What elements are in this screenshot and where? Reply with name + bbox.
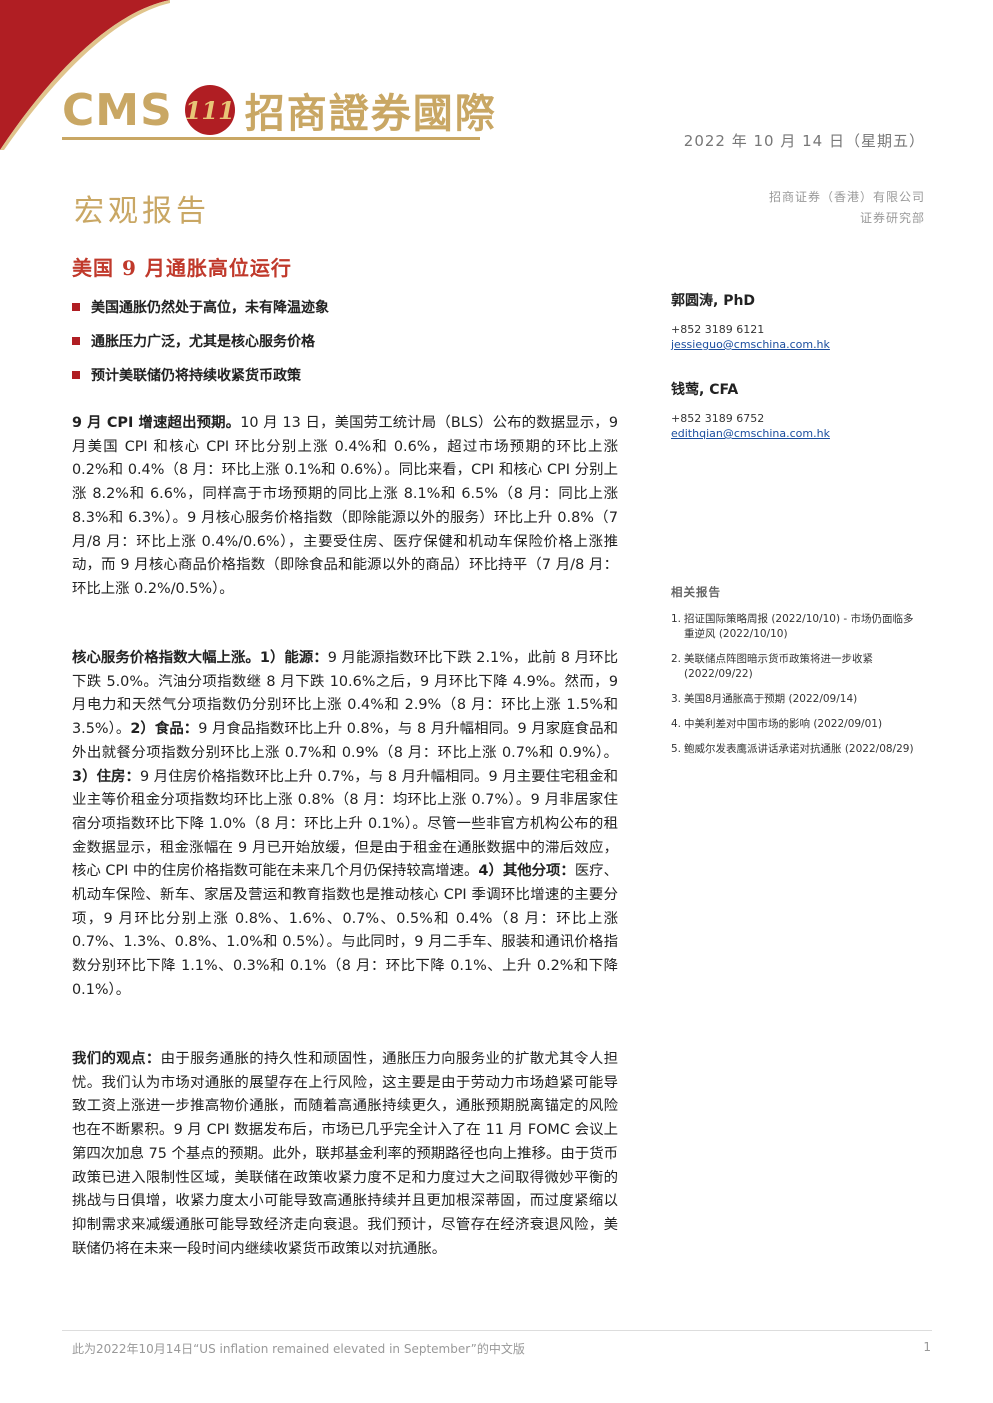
company-info: 招商证券（香港）有限公司 证券研究部 xyxy=(769,187,925,229)
company-department: 证券研究部 xyxy=(859,211,925,225)
page-number: 1 xyxy=(923,1340,931,1354)
footer-note: 此为2022年10月14日“US inflation remained elev… xyxy=(72,1342,525,1356)
analyst-name: 郭圆涛, PhD xyxy=(671,293,756,309)
other-label: 4）其他分项： xyxy=(478,863,575,880)
related-report-item[interactable]: 5.鲍威尔发表鹰派讲话承诺对抗通胀 (2022/08/29) xyxy=(671,742,921,757)
related-report-number: 2. xyxy=(671,653,682,665)
food-label: 2）食品： xyxy=(130,721,199,738)
energy-text: 9 月能源指数环比下跌 2.1%，此前 8 月环比下跌 5.0%。汽油分项指数继… xyxy=(72,650,618,738)
housing-text: 9 月住房价格指数环比上升 0.7%，与 8 月升幅相同。9 月主要住宅租金和业… xyxy=(72,768,618,880)
related-report-number: 3. xyxy=(671,693,682,705)
highlights-list: 美国通胀仍然处于高位，未有降温迹象 通胀压力广泛，尤其是核心服务价格 预计美联储… xyxy=(72,290,329,392)
related-reports-title: 相关报告 xyxy=(671,585,721,599)
related-report-item[interactable]: 4.中美利差对中国市场的影响 (2022/09/01) xyxy=(671,717,921,732)
related-report-number: 1. xyxy=(671,613,682,625)
food-text: 9 月食品指数环比上升 0.8%，与 8 月升幅相同。9 月家庭食品和外出就餐分… xyxy=(72,721,618,761)
paragraph-text: 10 月 13 日，美国劳工统计局（BLS）公布的数据显示，9 月美国 CPI … xyxy=(72,415,618,597)
related-report-number: 4. xyxy=(671,718,682,730)
paragraph-text: 由于服务通胀的持久性和顽固性，通胀压力向服务业的扩散尤其令人担忧。我们认为市场对… xyxy=(72,1051,618,1257)
housing-label: 3）住房： xyxy=(72,768,140,785)
logo-mark-icon: 111 xyxy=(185,85,235,135)
analyst-email-link[interactable]: jessieguo@cmschina.com.hk xyxy=(671,338,830,351)
related-report-text: 招证国际策略周报 (2022/10/10) - 市场仍面临多重逆风 (2022/… xyxy=(684,613,914,640)
logo-latin: CMS xyxy=(62,84,173,136)
analyst-email-link[interactable]: edithqian@cmschina.com.hk xyxy=(671,427,830,440)
paragraph-lead: 9 月 CPI 增速超出预期。 xyxy=(72,415,241,431)
energy-label: 1）能源： xyxy=(259,650,328,666)
logo-mark-text: 111 xyxy=(184,95,235,125)
highlight-text: 预计美联储仍将持续收紧货币政策 xyxy=(91,368,301,384)
company-logo: CMS 111 招商證券國際 xyxy=(62,80,497,140)
highlight-text: 通胀压力广泛，尤其是核心服务价格 xyxy=(91,334,315,350)
highlight-text: 美国通胀仍然处于高位，未有降温迹象 xyxy=(91,300,329,316)
report-title: 美国 9 月通胀高位运行 xyxy=(72,256,292,280)
paragraph-cpi: 9 月 CPI 增速超出预期。10 月 13 日，美国劳工统计局（BLS）公布的… xyxy=(72,412,618,602)
analyst-name: 钱莺, CFA xyxy=(671,382,739,398)
related-report-text: 中美利差对中国市场的影响 (2022/09/01) xyxy=(684,718,883,730)
report-date: 2022 年 10 月 14 日（星期五） xyxy=(683,132,925,150)
related-report-item[interactable]: 3.美国8月通胀高于预期 (2022/09/14) xyxy=(671,692,921,707)
other-text: 医疗、机动车保险、新车、家居及营运和教育指数也是推动核心 CPI 季调环比增速的… xyxy=(72,863,618,998)
related-report-text: 鲍威尔发表鹰派讲话承诺对抗通胀 (2022/08/29) xyxy=(684,743,914,755)
related-report-text: 美联储点阵图暗示货币政策将进一步收紧 (2022/09/22) xyxy=(684,653,873,680)
paragraph-lead: 核心服务价格指数大幅上涨。 xyxy=(72,650,260,666)
corner-decoration xyxy=(0,0,170,150)
analyst-phone: +852 3189 6752 xyxy=(671,412,765,425)
related-report-text: 美国8月通胀高于预期 (2022/09/14) xyxy=(684,693,858,705)
highlight-item: 通胀压力广泛，尤其是核心服务价格 xyxy=(72,324,329,358)
highlight-item: 预计美联储仍将持续收紧货币政策 xyxy=(72,358,329,392)
square-bullet-icon xyxy=(72,371,80,379)
logo-chinese: 招商證券國際 xyxy=(244,90,497,137)
highlight-item: 美国通胀仍然处于高位，未有降温迹象 xyxy=(72,290,329,324)
paragraph-our-view: 我们的观点：由于服务通胀的持久性和顽固性，通胀压力向服务业的扩散尤其令人担忧。我… xyxy=(72,1048,618,1261)
related-reports: 相关报告 1.招证国际策略周报 (2022/10/10) - 市场仍面临多重逆风… xyxy=(671,584,921,767)
square-bullet-icon xyxy=(72,303,80,311)
related-report-item[interactable]: 1.招证国际策略周报 (2022/10/10) - 市场仍面临多重逆风 (202… xyxy=(671,612,921,642)
analyst-phone: +852 3189 6121 xyxy=(671,323,765,336)
analyst-card: 钱莺, CFA +852 3189 6752 edithqian@cmschin… xyxy=(671,379,931,440)
related-report-item[interactable]: 2.美联储点阵图暗示货币政策将进一步收紧 (2022/09/22) xyxy=(671,652,921,682)
paragraph-core-services: 核心服务价格指数大幅上涨。1）能源：9 月能源指数环比下跌 2.1%，此前 8 … xyxy=(72,647,618,1003)
analyst-card: 郭圆涛, PhD +852 3189 6121 jessieguo@cmschi… xyxy=(671,290,931,351)
square-bullet-icon xyxy=(72,337,80,345)
paragraph-lead: 我们的观点： xyxy=(72,1051,161,1067)
footer-divider xyxy=(62,1330,932,1331)
logo-underline xyxy=(62,137,480,140)
report-type: 宏观报告 xyxy=(74,194,210,229)
related-reports-list: 1.招证国际策略周报 (2022/10/10) - 市场仍面临多重逆风 (202… xyxy=(671,612,921,757)
related-report-number: 5. xyxy=(671,743,682,755)
company-name: 招商证券（香港）有限公司 xyxy=(768,190,925,204)
